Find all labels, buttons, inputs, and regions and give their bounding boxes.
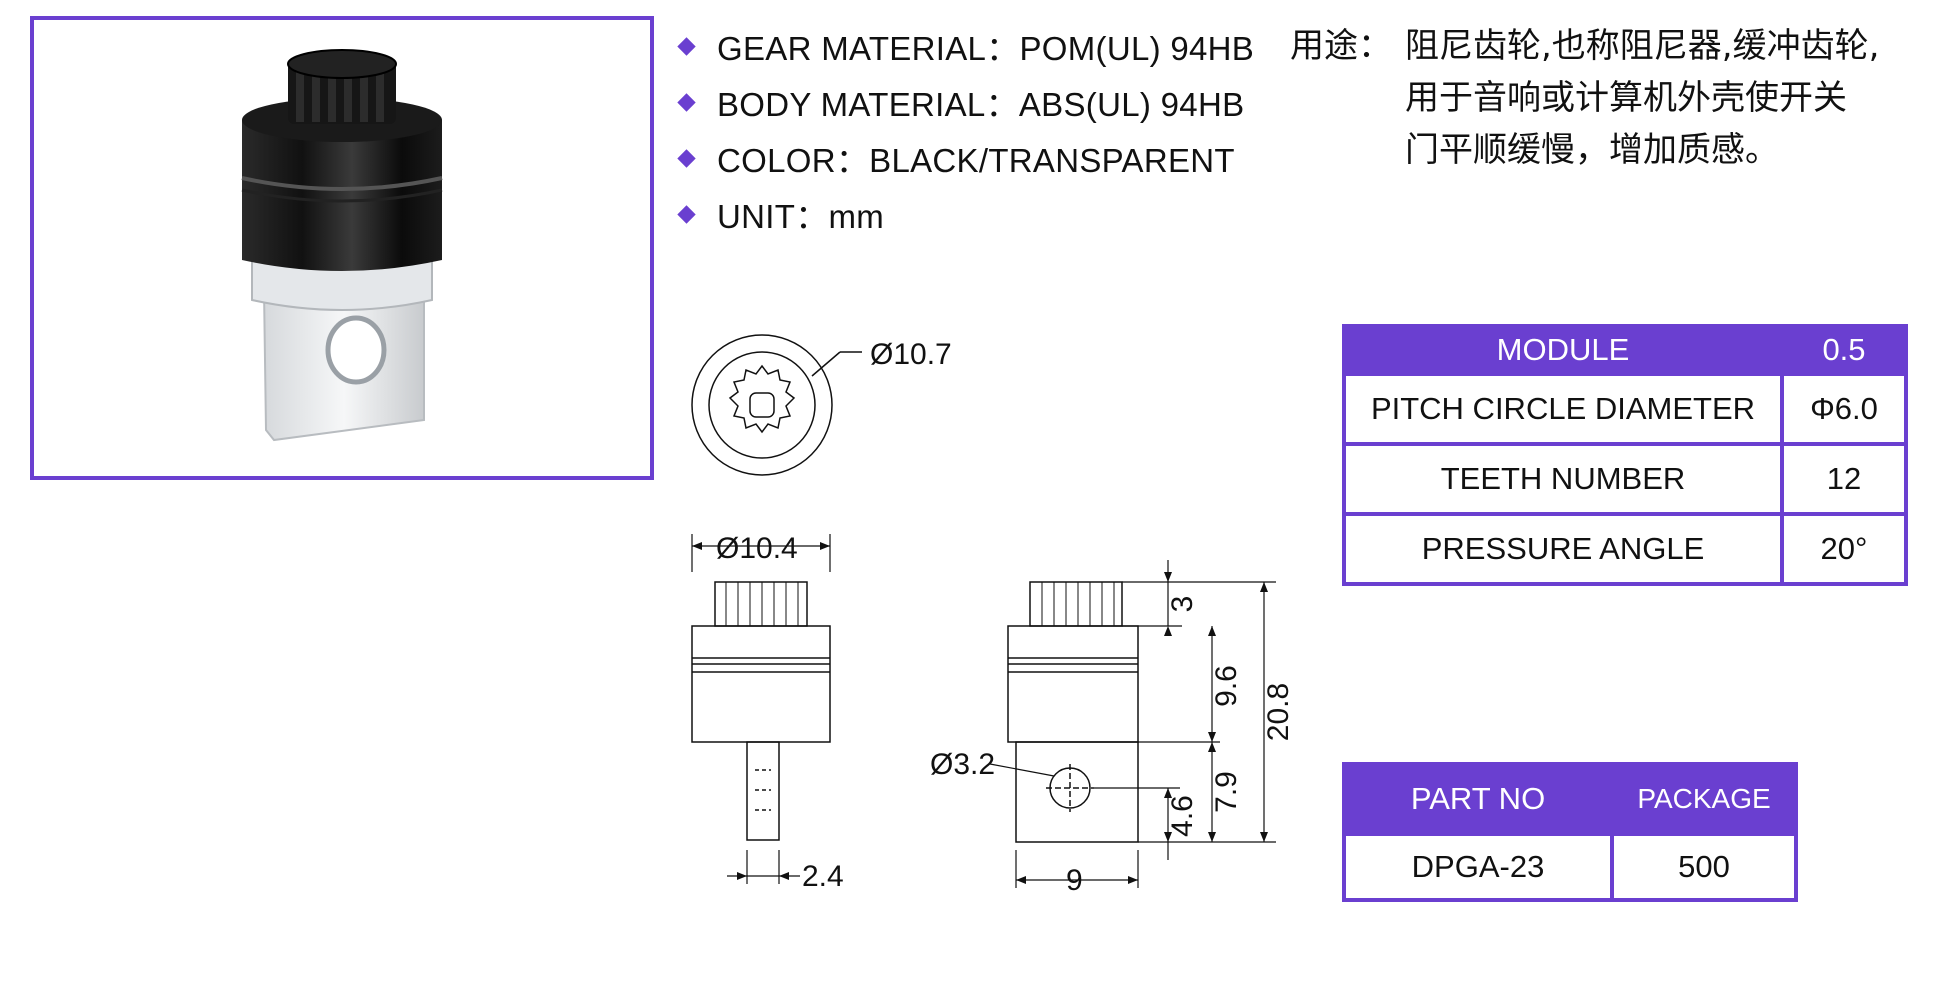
module-label: MODULE <box>1342 324 1784 376</box>
dim-tab-height: 7.9 <box>1210 771 1243 813</box>
dim-gear-height: 3 <box>1166 596 1199 613</box>
dim-body-height: 9.6 <box>1210 665 1243 707</box>
module-table: MODULE 0.5 PITCH CIRCLE DIAMETER Φ6.0 TE… <box>1342 324 1908 586</box>
table-row-name: PRESSURE ANGLE <box>1342 512 1784 586</box>
spec-list: GEAR MATERIAL：POM(UL) 94HB BODY MATERIAL… <box>676 18 1316 242</box>
part-no-value: DPGA-23 <box>1342 832 1614 902</box>
table-row-name: TEETH NUMBER <box>1342 442 1784 516</box>
dim-gear-diameter: Ø10.7 <box>870 338 952 371</box>
spec-color: COLOR：BLACK/TRANSPARENT <box>717 142 1235 179</box>
usage-label: 用途： <box>1290 26 1392 66</box>
spec-gear-material: GEAR MATERIAL：POM(UL) 94HB <box>717 30 1255 67</box>
usage-line: 门平顺缓慢，增加质感。 <box>1405 130 1779 170</box>
usage-line: 用于音响或计算机外壳使开关 <box>1405 78 1847 118</box>
top-view-gear <box>728 364 796 434</box>
spec-item: BODY MATERIAL：ABS(UL) 94HB <box>676 74 1316 130</box>
usage-block: 用途： 阻尼齿轮,也称阻尼器,缓冲齿轮, 用于音响或计算机外壳使开关 门平顺缓慢… <box>1290 20 1879 176</box>
spec-item: COLOR：BLACK/TRANSPARENT <box>676 130 1316 186</box>
part-no-header: PART NO <box>1342 762 1614 836</box>
table-row-value: 20° <box>1780 512 1908 586</box>
dim-tab-width: 9 <box>1066 864 1083 897</box>
table-row-value: 12 <box>1780 442 1908 516</box>
dim-body-diameter: Ø10.4 <box>716 532 798 565</box>
product-photo-frame <box>30 16 654 480</box>
dim-total-height: 20.8 <box>1262 683 1295 741</box>
technical-drawing: Ø10.7 Ø10.4 2.4 Ø3.2 9 3 9.6 4.6 7.9 20.… <box>691 334 1295 897</box>
dim-tab-thickness: 2.4 <box>802 860 844 893</box>
front-view <box>691 581 831 841</box>
spec-body-material: BODY MATERIAL：ABS(UL) 94HB <box>717 86 1245 123</box>
dim-hole-diameter: Ø3.2 <box>930 748 995 781</box>
table-row-name: PITCH CIRCLE DIAMETER <box>1342 372 1784 446</box>
module-value: 0.5 <box>1780 324 1908 376</box>
dim-hole-center: 4.6 <box>1166 795 1199 837</box>
table-row-value: Φ6.0 <box>1780 372 1908 446</box>
package-value: 500 <box>1610 832 1798 902</box>
product-photo <box>241 49 443 442</box>
part-table: PART NO PACKAGE DPGA-23 500 <box>1342 762 1798 902</box>
usage-line: 阻尼齿轮,也称阻尼器,缓冲齿轮, <box>1405 26 1880 66</box>
package-header: PACKAGE <box>1610 762 1798 836</box>
spec-item: UNIT：mm <box>676 186 1316 242</box>
side-view <box>1007 581 1139 843</box>
spec-unit: UNIT：mm <box>717 198 885 235</box>
spec-item: GEAR MATERIAL：POM(UL) 94HB <box>676 18 1316 74</box>
top-view-outer-circle <box>691 334 833 476</box>
